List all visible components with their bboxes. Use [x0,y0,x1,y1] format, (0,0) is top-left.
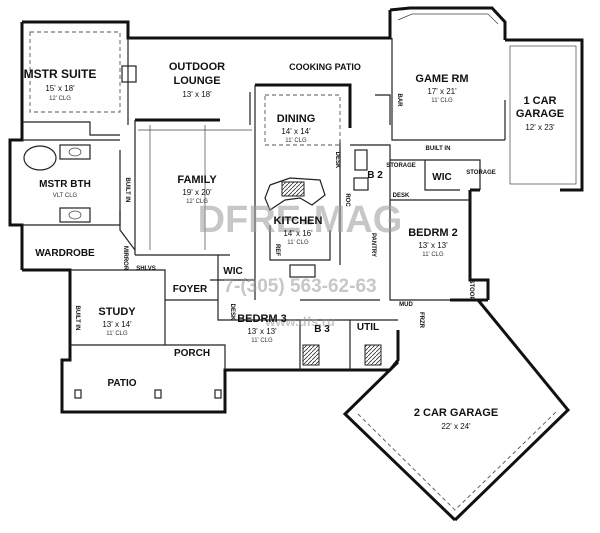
label-built-in-3: BUILT IN [74,306,80,331]
room-wic-top: WIC [432,172,451,183]
label-built-in-2: BUILT IN [124,178,130,203]
label-stoop: STOOP [468,280,474,301]
label-pantry: PANTRY [370,233,376,257]
room-bedrm-2-clg: 11' CLG [422,252,444,258]
fixtures [23,13,577,511]
room-family-clg: 12' CLG [186,199,208,205]
label-ref: REF [274,244,280,256]
label-desk-1: DESK [393,193,410,199]
room-family-dim: 19' x 20' [182,188,212,197]
room-outdoor-lounge-1: OUTDOOR [169,61,225,73]
room-outdoor-lounge-dim: 13' x 18' [182,90,212,99]
room-kitchen-dim: 14' x 16' [283,229,313,238]
exterior-walls [8,6,584,522]
label-storage-2: STORAGE [466,170,496,176]
room-cooking-patio: COOKING PATIO [289,62,361,72]
label-mirror: MIRROR [122,246,128,271]
label-storage-1: STORAGE [386,163,416,169]
label-shlvs: SHLVS [136,266,156,272]
room-dining-dim: 14' x 14' [281,127,311,136]
label-desk-3: DESK [229,304,235,321]
watermark-brand: DFRE-MAG [198,199,403,241]
room-bedrm-2: BEDRM 2 [408,227,458,239]
room-dining: DINING [277,113,316,125]
room-dining-clg: 11' CLG [285,138,307,144]
room-util: UTIL [357,322,379,333]
room-b3: B 3 [314,324,330,335]
small-labels: BUILT IN STORAGE STORAGE DESK DESK DESK … [74,94,496,331]
room-car-garage-1-dim: 12' x 23' [525,123,555,132]
room-mstr-suite-clg: 12' CLG [49,96,71,102]
label-bar: BAR [396,94,402,108]
label-roc: ROC [344,193,350,207]
watermark-phone: 7-(305) 563-62-63 [223,276,376,297]
room-study-dim: 13' x 14' [102,320,132,329]
room-study-clg: 11' CLG [106,331,128,337]
room-study: STUDY [98,306,136,318]
room-bedrm-2-dim: 13' x 13' [418,241,448,250]
room-game-rm-clg: 11' CLG [431,98,453,104]
room-car-garage-1b: GARAGE [516,108,564,120]
room-bedrm-3-clg: 11' CLG [251,338,273,344]
room-b2: B 2 [367,170,383,181]
room-game-rm: GAME RM [415,73,468,85]
room-porch: PORCH [174,348,210,359]
room-wardrobe: WARDROBE [35,248,95,259]
room-patio: PATIO [107,378,136,389]
room-mstr-bth: MSTR BTH [39,179,91,190]
watermark-site: www.dfs.ru [264,314,335,329]
room-car-garage-1a: 1 CAR [523,95,556,107]
room-mstr-bth-note: VLT CLG [53,193,78,199]
room-car-garage-2-dim: 22' x 24' [441,422,471,431]
label-frzr: FRZR [418,312,424,329]
room-game-rm-dim: 17' x 21' [427,87,457,96]
room-mstr-suite-dim: 15' x 18' [45,84,75,93]
room-car-garage-2: 2 CAR GARAGE [414,407,498,419]
label-mud: MUD [399,302,413,308]
room-labels: MSTR SUITE 15' x 18' 12' CLG OUTDOOR LOU… [24,61,564,431]
room-foyer: FOYER [173,284,208,295]
room-outdoor-lounge-2: LOUNGE [173,75,220,87]
room-bedrm-3: BEDRM 3 [237,313,287,325]
room-kitchen-clg: 11' CLG [287,240,309,246]
room-mstr-suite: MSTR SUITE [24,67,97,81]
room-kitchen: KITCHEN [274,215,323,227]
label-desk-2: DESK [334,152,340,169]
room-family: FAMILY [177,174,217,186]
room-bedrm-3-dim: 13' x 13' [247,327,277,336]
room-wic-mid: WIC [223,266,242,277]
label-built-in: BUILT IN [426,146,451,152]
